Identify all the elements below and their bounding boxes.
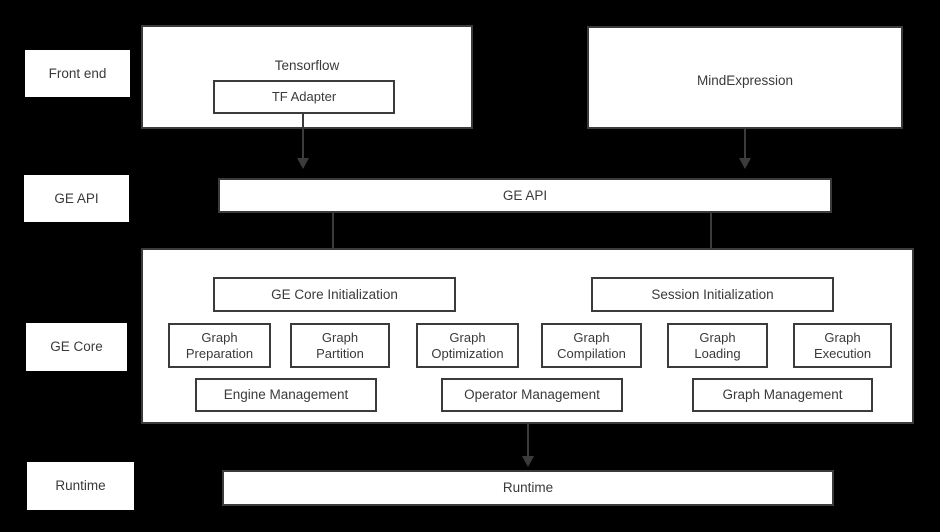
module-graph-compilation[interactable]: Graph Compilation [541, 323, 642, 368]
connector-ge-api-to-session-init [710, 213, 712, 265]
connector-ge-api-to-ge-core-init [332, 213, 334, 265]
connector-ge-core-to-runtime [527, 424, 529, 462]
module-graph-execution[interactable]: Graph Execution [793, 323, 892, 368]
session-initialization-box[interactable]: Session Initialization [591, 277, 834, 312]
mindexpression-block[interactable]: MindExpression [587, 26, 903, 129]
tier-label-ge-api: GE API [24, 175, 129, 222]
module-graph-partition[interactable]: Graph Partition [290, 323, 390, 368]
module-graph-preparation[interactable]: Graph Preparation [168, 323, 271, 368]
management-engine[interactable]: Engine Management [195, 378, 377, 412]
ge-api-bar[interactable]: GE API [218, 178, 832, 213]
runtime-bar[interactable]: Runtime [222, 470, 834, 506]
tier-label-front-end: Front end [25, 50, 130, 97]
ge-core-initialization-box[interactable]: GE Core Initialization [213, 277, 456, 312]
mindexpression-title: MindExpression [696, 73, 794, 88]
tf-adapter-box[interactable]: TF Adapter [213, 80, 395, 114]
arrowhead-tf-adapter-to-ge-api [297, 158, 309, 169]
tensorflow-title: Tensorflow [274, 58, 340, 73]
tensorflow-block[interactable]: Tensorflow TF Adapter [141, 25, 473, 129]
ge-core-block: GE Core Initialization Session Initializ… [141, 248, 914, 424]
management-operator[interactable]: Operator Management [441, 378, 623, 412]
module-graph-loading[interactable]: Graph Loading [667, 323, 768, 368]
connector-tf-adapter-to-ge-api [302, 113, 304, 164]
tier-label-ge-core: GE Core [26, 323, 127, 371]
tier-label-runtime: Runtime [27, 462, 134, 510]
connector-mindexpression-to-ge-api [744, 129, 746, 164]
arrowhead-ge-core-to-runtime [522, 456, 534, 467]
arrowhead-mindexpression-to-ge-api [739, 158, 751, 169]
module-graph-optimization[interactable]: Graph Optimization [416, 323, 519, 368]
management-graph[interactable]: Graph Management [692, 378, 873, 412]
